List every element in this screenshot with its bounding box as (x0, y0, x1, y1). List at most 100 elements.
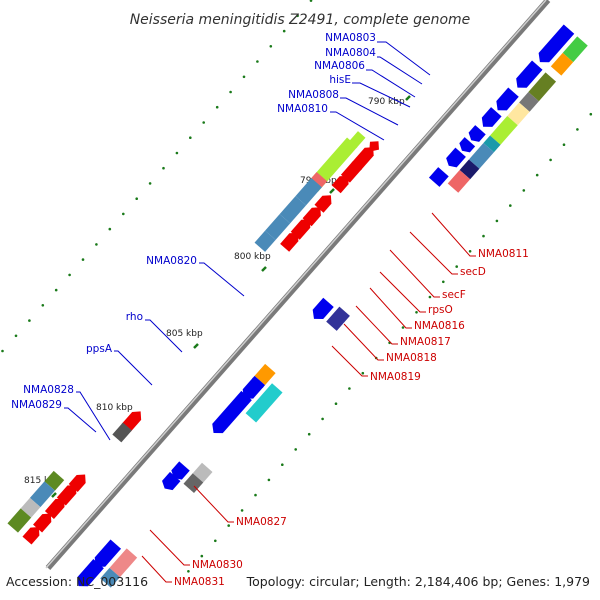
forward-strand (74, 24, 588, 591)
gene-block[interactable] (112, 422, 132, 443)
tick-mark (193, 343, 199, 349)
tick-mark (329, 188, 335, 194)
gene-arrow[interactable] (251, 375, 266, 389)
gene-label[interactable]: NMA0808 (288, 89, 339, 101)
ruler-dot (307, 432, 311, 436)
callout-line (149, 529, 190, 566)
gene-block[interactable] (528, 72, 557, 102)
gene-label[interactable]: NMA0803 (325, 32, 376, 44)
callout-line (409, 231, 458, 275)
ruler-dot (41, 304, 45, 307)
gene-label[interactable]: NMA0817 (400, 336, 451, 348)
gene-arrow[interactable] (492, 87, 519, 115)
gene-arrow[interactable] (169, 461, 190, 482)
gene-arrow[interactable] (512, 60, 543, 93)
blue-gene-labels: NMA0803 NMA0804 NMA0806 hisE NMA0808 NMA… (11, 32, 376, 411)
gene-block[interactable] (519, 91, 539, 112)
gene-block[interactable] (507, 102, 530, 126)
gene-label[interactable]: NMA0810 (277, 103, 328, 115)
gene-label[interactable]: ppsA (86, 343, 113, 355)
callout-line (141, 555, 172, 583)
gene-label[interactable]: rho (126, 311, 143, 323)
gene-label[interactable]: rpsO (428, 304, 453, 316)
gene-block[interactable] (447, 170, 471, 193)
ruler-dot (28, 319, 31, 322)
gene-label[interactable]: NMA0831 (174, 576, 225, 588)
gene-label[interactable]: NMA0804 (325, 47, 376, 59)
gene-block[interactable] (310, 172, 328, 189)
gene-block[interactable] (7, 508, 32, 533)
gene-label[interactable]: NMA0828 (23, 384, 74, 396)
ruler-dot (309, 0, 313, 2)
tick-label-800: 800 kbp (234, 252, 271, 262)
gene-block[interactable] (254, 230, 276, 252)
gene-block[interactable] (44, 470, 65, 491)
ruler-dot (549, 158, 552, 162)
gene-arrow[interactable] (457, 137, 476, 155)
callout-line (389, 249, 440, 298)
gene-block[interactable] (490, 115, 518, 145)
gene-arrow[interactable] (535, 24, 575, 67)
gene-arrow[interactable] (280, 229, 302, 252)
gene-arrow[interactable] (331, 172, 353, 194)
gene-block[interactable] (245, 383, 283, 423)
ruler-dot (562, 143, 566, 146)
gene-block[interactable] (109, 548, 138, 578)
gene-arrow[interactable] (428, 167, 449, 187)
gene-block[interactable] (483, 135, 501, 153)
ruler-dot (321, 417, 324, 421)
red-gene-labels: NMA0811 secD secF rpsO NMA0816 NMA0817 N… (174, 248, 529, 588)
ruler-dot (589, 112, 593, 116)
gene-label[interactable]: secF (442, 289, 466, 301)
gene-block[interactable] (550, 52, 574, 76)
backbone-highlight (45, 0, 547, 569)
gene-label[interactable]: NMA0818 (386, 352, 437, 364)
gene-label[interactable]: NMA0806 (314, 60, 365, 72)
gene-block[interactable] (183, 473, 204, 494)
callout-line (114, 350, 153, 386)
gene-arrow[interactable] (22, 523, 43, 545)
gene-label[interactable]: NMA0830 (192, 559, 243, 571)
callout-line (340, 97, 399, 126)
backbone-line (45, 0, 551, 570)
gene-block[interactable] (468, 142, 494, 169)
tick-mark (261, 266, 267, 272)
gene-arrow[interactable] (309, 297, 334, 324)
gene-label[interactable]: NMA0829 (11, 399, 62, 411)
gene-block[interactable] (20, 497, 41, 518)
gene-label[interactable]: NMA0816 (414, 320, 465, 332)
gene-block[interactable] (295, 178, 322, 206)
accession-text: Accession: NC_003116 (6, 574, 148, 589)
gene-block[interactable] (562, 36, 588, 63)
ruler-dot (175, 151, 179, 155)
ruler-dot (455, 265, 459, 268)
ruler-dot (148, 182, 152, 185)
gene-block[interactable] (326, 306, 350, 331)
gene-block[interactable] (265, 214, 291, 240)
gene-arrow[interactable] (74, 558, 104, 591)
ruler-dot (254, 493, 257, 497)
gene-block[interactable] (100, 567, 121, 588)
tick-labels: 790 kbp 795 kbp 800 kbp 805 kbp 810 kbp … (24, 95, 411, 498)
gene-arrow[interactable] (159, 471, 181, 493)
ruler-dot (122, 212, 125, 216)
gene-arrow[interactable] (443, 147, 466, 171)
gene-arrow[interactable] (91, 539, 122, 571)
gene-arrow[interactable] (466, 125, 486, 145)
topology-summary: Topology: circular; Length: 2,184,406 bp… (246, 574, 590, 589)
gene-arrow[interactable] (208, 390, 252, 438)
gene-block[interactable] (279, 196, 307, 224)
gene-block[interactable] (192, 462, 213, 483)
gene-label[interactable]: NMA0820 (146, 255, 197, 267)
gene-label[interactable]: NMA0827 (236, 516, 287, 528)
gene-label[interactable]: secD (460, 266, 486, 278)
gene-label[interactable]: NMA0819 (370, 371, 421, 383)
gene-arrow[interactable] (478, 107, 502, 131)
gene-label[interactable]: hisE (329, 74, 351, 86)
gene-block[interactable] (254, 363, 276, 386)
gene-block[interactable] (29, 481, 55, 508)
gene-block[interactable] (459, 159, 480, 180)
callout-line (431, 212, 476, 257)
gene-label[interactable]: NMA0811 (478, 248, 529, 260)
ruler-dot (482, 234, 485, 238)
